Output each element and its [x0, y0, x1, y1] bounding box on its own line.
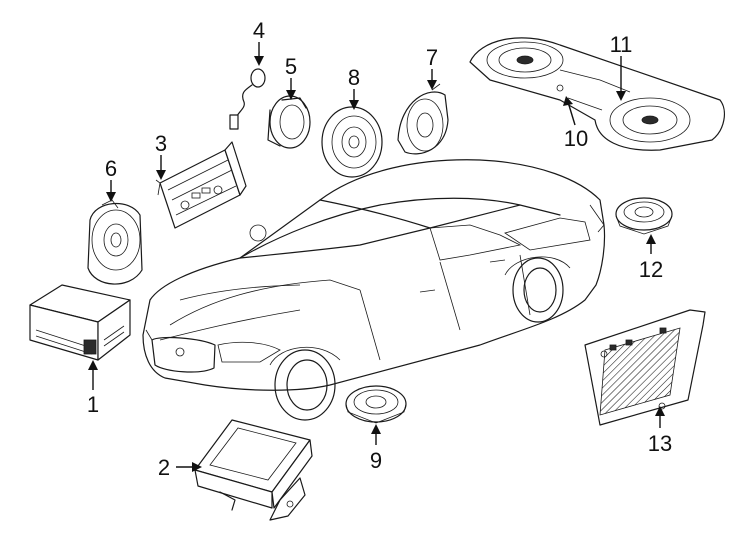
part-5-tweeter: [267, 95, 311, 149]
callout-8: 8: [348, 65, 360, 90]
callout-5: 5: [285, 54, 297, 79]
part-4-sensor: [229, 68, 266, 130]
callout-arrows: [88, 42, 665, 472]
part-6-speaker: [87, 199, 143, 285]
part-3-radio-unit: [155, 141, 247, 229]
part-1-amplifier: [29, 284, 131, 361]
part-2-module: [194, 419, 313, 521]
part-8-speaker: [321, 106, 383, 178]
callout-4: 4: [253, 18, 265, 43]
callout-6: 6: [105, 156, 117, 181]
callout-11: 11: [610, 32, 633, 57]
callout-3: 3: [155, 131, 167, 156]
part-12-speaker: [615, 197, 673, 235]
part-13-bracket: [584, 309, 706, 426]
part-10-11-subwoofer-assembly: [469, 37, 726, 151]
callout-13: 13: [648, 431, 672, 456]
callout-10: 10: [564, 126, 588, 151]
callout-2: 2: [158, 455, 170, 480]
callout-1: 1: [87, 392, 99, 417]
car-illustration: [142, 159, 606, 421]
callout-12: 12: [639, 257, 663, 282]
part-7-speaker: [397, 83, 449, 155]
callout-9: 9: [370, 448, 382, 473]
callout-7: 7: [426, 45, 438, 70]
part-9-speaker: [345, 385, 407, 424]
